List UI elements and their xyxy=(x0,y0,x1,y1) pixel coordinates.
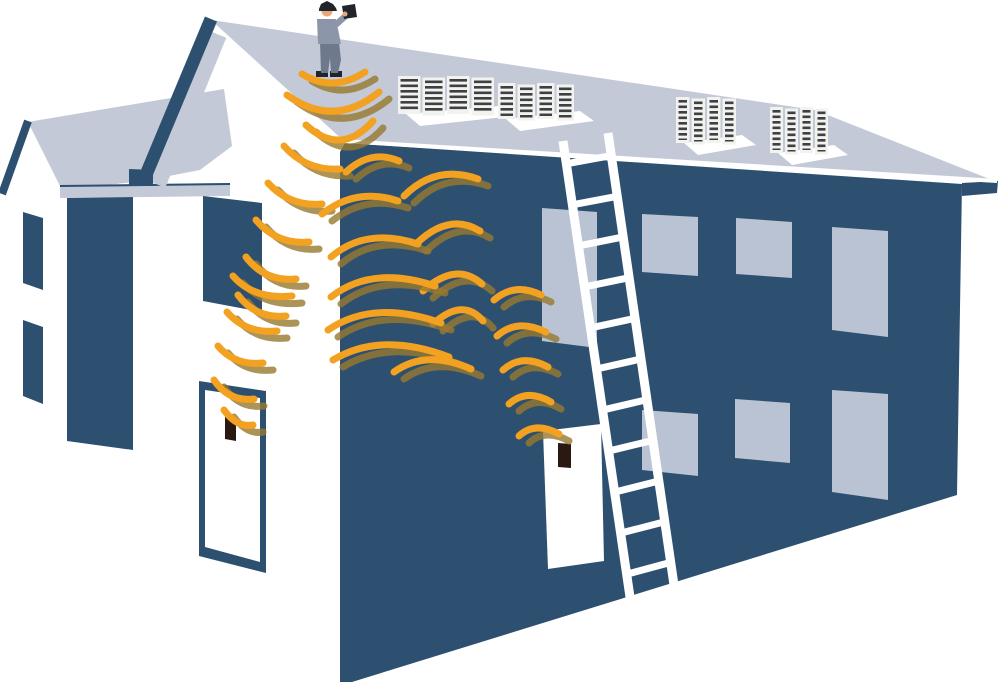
signal-wave-9 xyxy=(229,272,296,301)
window-lower-tall xyxy=(832,390,888,500)
technician-tablet xyxy=(342,4,357,19)
signal-wave-shadow-14 xyxy=(352,160,413,183)
roof-vent-3 xyxy=(676,97,756,155)
signal-wave-4 xyxy=(280,142,344,173)
signal-wave-10 xyxy=(223,308,281,335)
roof-vent-2 xyxy=(498,83,594,131)
roof-vent-4 xyxy=(770,107,848,165)
signal-wave-16 xyxy=(318,192,402,218)
signal-wave-3 xyxy=(302,117,377,144)
roof-vent-4-panel xyxy=(785,108,798,155)
roof-vent-3-shadow xyxy=(684,135,756,155)
roof-right-overhang xyxy=(962,181,998,196)
left-wing-rake-board xyxy=(0,119,32,196)
roof-vent-3-panel xyxy=(707,97,721,143)
signal-waves-group xyxy=(210,68,573,447)
roof-vents-group xyxy=(398,76,848,165)
roof-vent-4-panel xyxy=(815,108,828,155)
ladder-rung-5 xyxy=(589,314,636,332)
technician-arm xyxy=(333,14,347,27)
ladder-rung-2 xyxy=(571,192,618,209)
ladder-rung-10 xyxy=(619,518,666,537)
signal-wave-12 xyxy=(210,376,258,403)
ladder-rung-7 xyxy=(601,396,648,414)
ladder-rung-6 xyxy=(595,355,642,373)
signal-wave-17 xyxy=(412,220,484,248)
signal-wave-11 xyxy=(214,342,267,367)
ladder-rung-3 xyxy=(577,233,624,250)
left-wing-window-lower xyxy=(23,320,43,404)
ladder-rung-1 xyxy=(565,152,612,168)
signal-wave-28 xyxy=(505,392,555,408)
signal-wave-2 xyxy=(283,88,383,115)
roof-vent-3-panel xyxy=(691,98,705,145)
technician-cap xyxy=(319,1,337,11)
roof-vent-3-panel xyxy=(722,98,736,145)
signal-wave-7 xyxy=(242,253,300,283)
window-upper-mid-1 xyxy=(642,214,698,276)
signal-wave-shadow-20 xyxy=(337,281,449,308)
signal-wave-shadow-27 xyxy=(509,364,562,381)
signal-wave-13 xyxy=(220,406,257,429)
ladder-rung-9 xyxy=(613,477,660,496)
signal-wave-8 xyxy=(234,291,290,320)
signal-wave-shadow-22 xyxy=(334,316,455,341)
signal-wave-shadow-16 xyxy=(328,199,412,225)
signal-wave-shadow-17 xyxy=(422,227,494,255)
front-door xyxy=(543,424,604,569)
signal-wave-shadow-24 xyxy=(400,363,485,383)
signal-wave-27 xyxy=(499,357,552,374)
window-lower-2 xyxy=(735,399,790,463)
signal-wave-20 xyxy=(327,274,439,301)
window-upper-tall-right xyxy=(832,227,888,337)
roof-vent-4-panel xyxy=(800,107,813,153)
signal-wave-shadow-25 xyxy=(500,293,555,311)
left-wing-window-upper xyxy=(23,212,43,290)
signal-wave-shadow-29 xyxy=(525,431,573,447)
left-wing-fascia xyxy=(60,183,230,198)
signal-wave-25 xyxy=(490,286,545,304)
ladder-rung-11 xyxy=(625,559,672,578)
roof-vent-1 xyxy=(398,76,514,126)
signal-wave-6 xyxy=(252,216,313,246)
signal-wave-shadow-15 xyxy=(410,177,492,207)
signal-wave-24 xyxy=(390,356,475,376)
signal-wave-shadow-18 xyxy=(337,241,432,268)
roof-vent-3-panel xyxy=(676,97,690,143)
signal-wave-15 xyxy=(400,170,482,200)
signal-wave-5 xyxy=(264,179,326,208)
signal-wave-14 xyxy=(342,153,403,176)
roof-vent-4-shadow xyxy=(778,145,848,165)
signal-wave-18 xyxy=(327,234,422,261)
signal-wave-shadow-26 xyxy=(503,329,560,347)
signal-wave-23 xyxy=(329,341,453,364)
left-wing-side-wall xyxy=(67,197,133,450)
technician-jacket xyxy=(317,19,341,44)
front-door-handle xyxy=(558,443,571,468)
gable-rake-board xyxy=(137,16,217,185)
technician-pants xyxy=(320,42,341,73)
gable-rake-foot xyxy=(129,169,153,186)
ladder-group xyxy=(558,132,679,598)
ladder-rung-8 xyxy=(607,436,654,455)
window-upper-mid-2 xyxy=(736,218,792,278)
eave-trim xyxy=(342,139,998,183)
signal-wave-1 xyxy=(298,68,369,87)
signal-wave-29 xyxy=(515,424,563,440)
signal-wave-22 xyxy=(324,309,445,334)
signal-wave-26 xyxy=(493,322,550,340)
gable-rake-shadow xyxy=(146,30,227,188)
side-door xyxy=(205,390,260,562)
ladder-rung-4 xyxy=(583,274,630,291)
roof-vent-4-panel xyxy=(770,107,783,153)
signal-wave-shadow-28 xyxy=(515,399,565,415)
technician-hand xyxy=(342,11,348,17)
